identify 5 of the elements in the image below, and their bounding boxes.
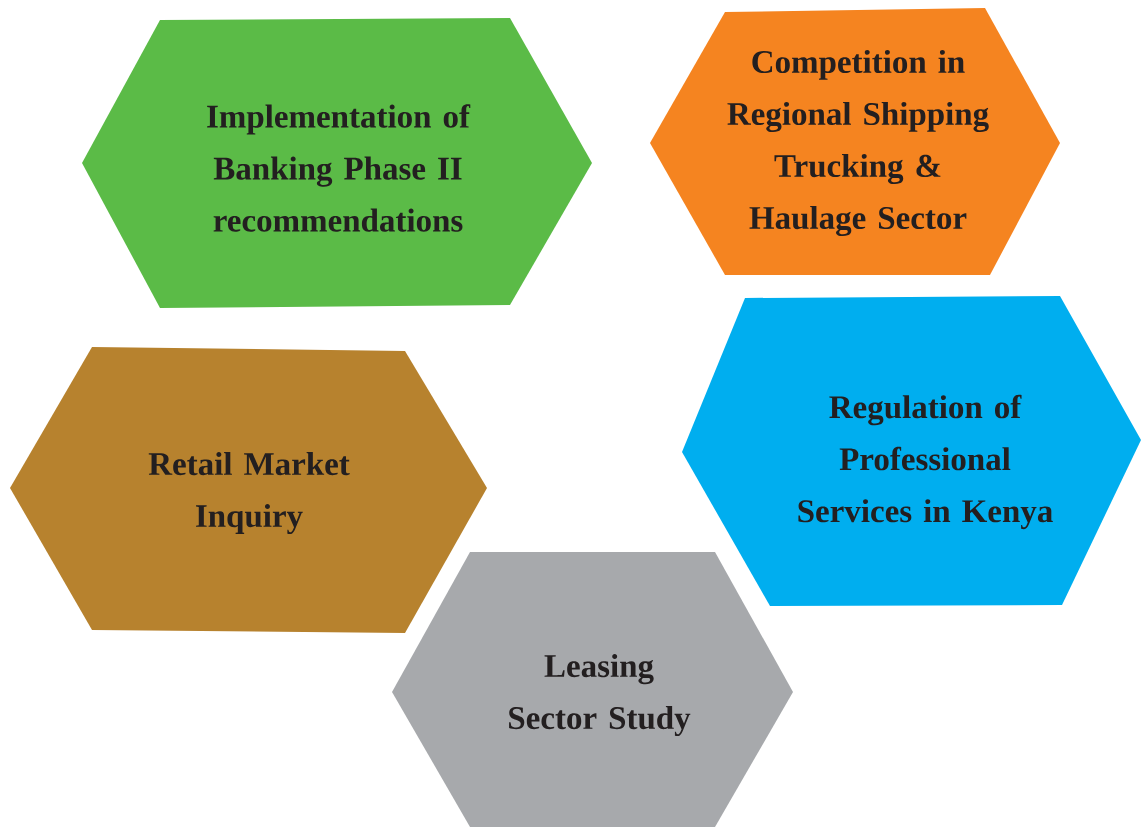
hexagon: Implementation of Banking Phase II recommendations bbox=[82, 18, 592, 308]
hexagon: Retail Market Inquiry bbox=[10, 347, 487, 633]
hexagon: Regulation of Professional Services in Kenya bbox=[682, 296, 1141, 606]
hexagon: Competition in Regional Shipping Trucking & Haulage Sector bbox=[650, 8, 1060, 275]
hexagon: Leasing Sector Study bbox=[392, 552, 793, 827]
